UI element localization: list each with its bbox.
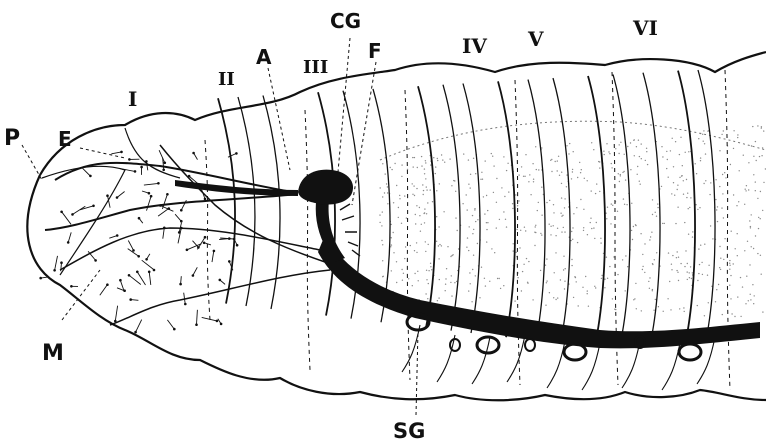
ventral-nerve-cord — [318, 235, 760, 348]
label-e: E — [58, 127, 72, 151]
label-prostomium: P — [4, 126, 20, 151]
cerebral-ganglion — [298, 170, 353, 205]
peristomium-outline — [125, 128, 180, 178]
label-subpharyngeal-ganglion: SG — [393, 419, 425, 443]
gut-outline — [380, 121, 766, 160]
segment-label-6: VI — [632, 16, 658, 40]
segment-label-2: II — [218, 69, 235, 90]
label-m: M — [42, 341, 64, 366]
label-f: F — [368, 39, 382, 63]
segment-label-4: IV — [462, 34, 487, 58]
prostomium-outline — [42, 166, 125, 275]
label-cerebral-ganglion: CG — [330, 9, 361, 33]
segment-label-5: V — [527, 27, 544, 51]
segment-label-1: I — [128, 87, 137, 111]
label-leader-lines — [22, 38, 418, 415]
gut-stipple — [379, 125, 766, 317]
label-a: A — [256, 45, 272, 69]
pharyngeal-nerves — [340, 204, 360, 256]
segment-label-3: III — [303, 57, 328, 78]
